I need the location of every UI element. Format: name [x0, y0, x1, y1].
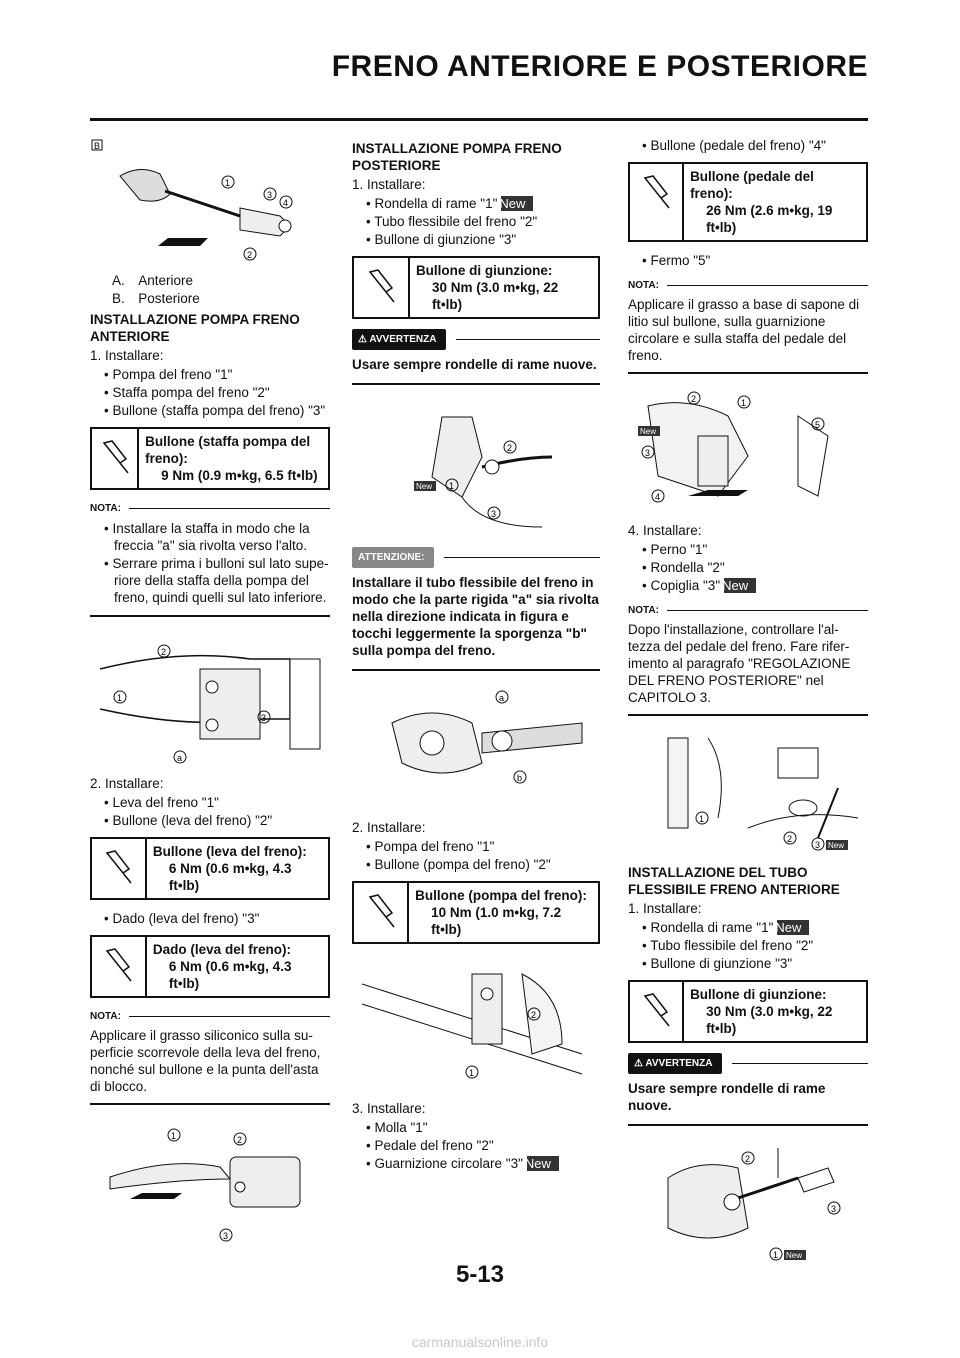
svg-text:2: 2 [237, 1135, 242, 1145]
svg-text:1: 1 [469, 1068, 474, 1078]
svg-text:a: a [177, 753, 182, 763]
torque-spec-box: Bullone di giunzione:30 Nm (3.0 m•kg, 22… [628, 980, 868, 1043]
svg-text:3: 3 [223, 1231, 228, 1241]
watermark-footer: carmanualsonline.info [411, 1334, 549, 1350]
new-badge: New [775, 920, 810, 935]
svg-text:3: 3 [815, 840, 820, 850]
torque-wrench-icon [106, 850, 133, 884]
svg-text:2: 2 [691, 394, 696, 404]
section-heading-front-hose: INSTALLAZIONE DEL TUBO FLESSIBILE FRENO … [628, 865, 840, 897]
column-1: B 1 3 4 2 A. Anteriore B. Posteriore INS… [90, 136, 330, 1253]
torque-wrench-icon [368, 894, 395, 928]
note-block: NOTA: Installare la staffa in modo che l… [90, 500, 330, 617]
torque-wrench-icon [643, 993, 670, 1027]
warning-block: ⚠ AVVERTENZA Usare sempre rondelle di ra… [628, 1053, 868, 1126]
torque-spec-box: Dado (leva del freno):6 Nm (0.6 m•kg, 4.… [90, 935, 330, 998]
torque-wrench-icon [102, 440, 129, 474]
svg-text:1: 1 [449, 481, 454, 491]
figure-front-caliper-hose: 2 3 1 New [628, 1138, 868, 1268]
torque-spec-box: Bullone (staffa pompa del freno):9 Nm (0… [90, 427, 330, 490]
figure-letter: B [94, 141, 100, 151]
caution-label: ATTENZIONE: [352, 547, 435, 568]
svg-text:3: 3 [261, 713, 266, 723]
svg-text:3: 3 [491, 509, 496, 519]
svg-text:2: 2 [745, 1154, 750, 1164]
svg-text:1: 1 [171, 1131, 176, 1141]
torque-spec-box: Bullone (pompa del freno):10 Nm (1.0 m•k… [352, 881, 600, 944]
header-rule [90, 118, 868, 121]
warning-label: ⚠ AVVERTENZA [352, 329, 447, 350]
warning-label: ⚠ AVVERTENZA [628, 1053, 723, 1074]
torque-wrench-icon [368, 269, 395, 303]
svg-text:5: 5 [815, 420, 820, 430]
torque-spec-box: Bullone di giunzione:30 Nm (3.0 m•kg, 22… [352, 256, 600, 319]
svg-text:New: New [828, 841, 844, 850]
svg-text:3: 3 [267, 190, 272, 200]
svg-text:1: 1 [741, 398, 746, 408]
svg-text:2: 2 [507, 443, 512, 453]
page-number: 5-13 [455, 1261, 505, 1288]
figure-caption: A. Anteriore B. Posteriore [112, 273, 200, 306]
svg-text:4: 4 [655, 492, 660, 502]
svg-text:2: 2 [247, 250, 252, 260]
section-heading-front-pump: INSTALLAZIONE POMPA FRENO ANTERIORE [90, 312, 300, 344]
note-block: NOTA: Dopo l'installazione, controllare … [628, 602, 868, 716]
svg-text:New: New [416, 482, 432, 491]
torque-spec-box: Bullone (pedale del freno):26 Nm (2.6 m•… [628, 162, 868, 242]
new-badge: New [499, 196, 534, 211]
svg-text:b: b [517, 773, 522, 783]
figure-brake-lever: 1 2 3 [90, 1117, 330, 1247]
figure-rear-pump-exploded: B 1 3 4 2 [90, 136, 330, 266]
warning-block: ⚠ AVVERTENZA Usare sempre rondelle di ra… [352, 329, 600, 385]
figure-rear-pump-hose: 2 New 1 3 [352, 397, 600, 537]
torque-wrench-icon [106, 948, 133, 982]
figure-front-pump: 2 1 3 a [90, 629, 330, 769]
svg-text:1: 1 [225, 178, 230, 188]
svg-text:1: 1 [117, 693, 122, 703]
figure-rear-pump-mount: 2 1 [352, 954, 600, 1094]
figure-hose-orientation: a b [352, 683, 600, 813]
svg-text:1: 1 [699, 814, 704, 824]
section-heading-rear-pump: INSTALLAZIONE POMPA FRENO POSTERIORE [352, 141, 562, 173]
new-badge: New [722, 578, 757, 593]
caution-block: ATTENZIONE: Installare il tubo flessibil… [352, 547, 600, 671]
svg-text:3: 3 [645, 448, 650, 458]
svg-text:2: 2 [787, 834, 792, 844]
svg-text:1: 1 [773, 1250, 778, 1260]
column-2: INSTALLAZIONE POMPA FRENO POSTERIORE 1. … [352, 136, 600, 1173]
note-block: NOTA: Applicare il grasso siliconico sul… [90, 1008, 330, 1105]
svg-text:2: 2 [161, 647, 166, 657]
note-block: NOTA: Applicare il grasso a base di sapo… [628, 277, 868, 374]
torque-wrench-icon [643, 175, 670, 209]
torque-spec-box: Bullone (leva del freno):6 Nm (0.6 m•kg,… [90, 837, 330, 900]
svg-text:New: New [786, 1251, 802, 1260]
svg-text:2: 2 [531, 1010, 536, 1020]
svg-text:New: New [640, 427, 656, 436]
svg-text:4: 4 [283, 198, 288, 208]
figure-brake-pedal: 2 1 New 3 4 5 [628, 386, 868, 516]
svg-text:a: a [499, 693, 504, 703]
svg-text:3: 3 [831, 1204, 836, 1214]
figure-pedal-pin: 1 2 3 New [628, 728, 868, 858]
page-title: FRENO ANTERIORE E POSTERIORE [331, 50, 868, 83]
new-badge: New [525, 1156, 559, 1171]
column-3: Bullone (pedale del freno) "4" Bullone (… [628, 136, 868, 1274]
